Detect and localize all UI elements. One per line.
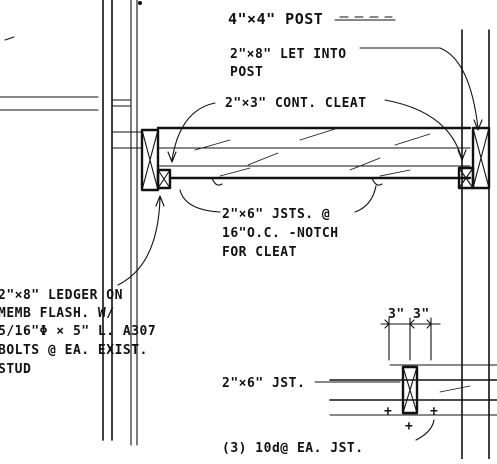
ledger-board xyxy=(111,128,172,192)
detail-dim-2: 3" xyxy=(413,307,430,322)
svg-text:+: + xyxy=(384,404,392,419)
post-right xyxy=(457,29,491,460)
leader-lines xyxy=(117,16,483,286)
note-ledger-3: 5/16"Φ × 5" L. A307 xyxy=(0,324,156,339)
note-post: 4"×4" POST xyxy=(228,10,323,28)
note-joists-2: 16"O.C. -NOTCH xyxy=(222,226,339,241)
note-let-into-1: 2"×8" LET INTO xyxy=(230,47,347,62)
note-let-into-2: POST xyxy=(230,65,263,80)
svg-text:+: + xyxy=(430,404,438,419)
detail-dim-1: 3" xyxy=(388,307,405,322)
detail-nails-label: (3) 10d@ EA. JST. xyxy=(222,441,364,456)
note-ledger-4: BOLTS @ EA. EXIST. xyxy=(0,343,148,358)
svg-text:+: + xyxy=(405,419,413,434)
joist-elevation xyxy=(156,126,472,186)
note-joists-3: FOR CLEAT xyxy=(222,245,297,260)
note-joists-1: 2"×6" JSTS. @ xyxy=(222,207,330,222)
note-ledger-2: MEMB FLASH. W/ xyxy=(0,306,115,321)
detail-joist-label: 2"×6" JST. xyxy=(222,376,305,391)
note-ledger-1: 2"×8" LEDGER ON xyxy=(0,288,123,303)
annotation-notes: 4"×4" POST 2"×8" LET INTO POST 2"×3" CON… xyxy=(0,10,367,377)
joist-section-detail: + + + 3" 3" 2"×6" JST. (3) 10d@ EA. JST. xyxy=(222,307,497,456)
note-ledger-5: STUD xyxy=(0,362,31,377)
note-cleat: 2"×3" CONT. CLEAT xyxy=(225,96,367,111)
existing-wall-left xyxy=(0,0,142,446)
